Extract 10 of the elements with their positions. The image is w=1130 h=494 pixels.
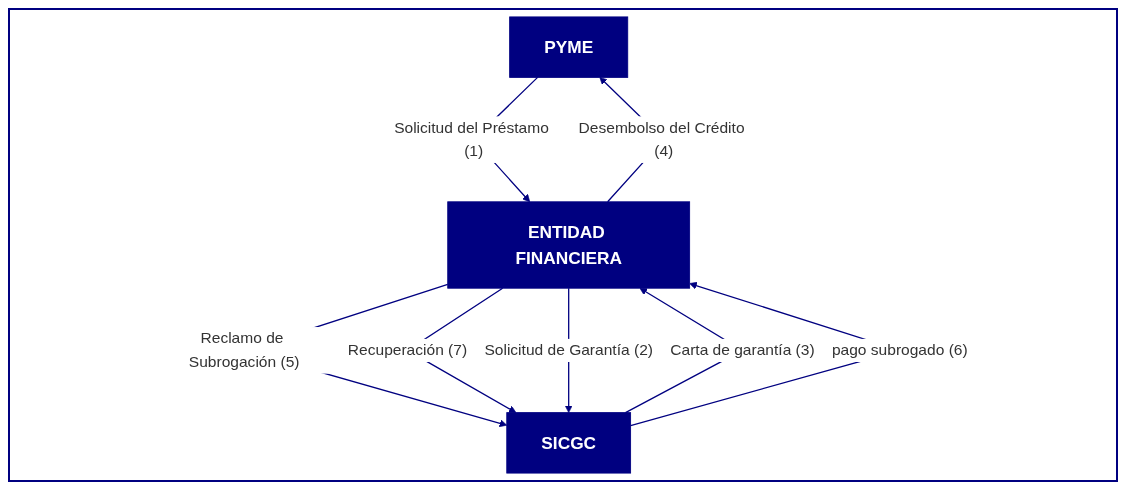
node-box: SICGC	[506, 412, 632, 474]
edge-label: Desembolso del Crédito (4)	[578, 118, 745, 160]
node-box: PYME	[509, 16, 629, 78]
edge-label: Solicitud de Garantía (2)	[484, 341, 654, 359]
edge-label: Solicitud del Préstamo (1)	[394, 118, 550, 160]
edge-label: Carta de garantía (3)	[670, 341, 815, 359]
edge-label: Recuperación (7)	[348, 341, 468, 359]
edge-label: pago subrogado (6)	[832, 341, 968, 359]
node-box: ENTIDAD FINANCIERA	[447, 201, 691, 289]
edge-label: Reclamo de Subrogación (5)	[189, 329, 300, 371]
